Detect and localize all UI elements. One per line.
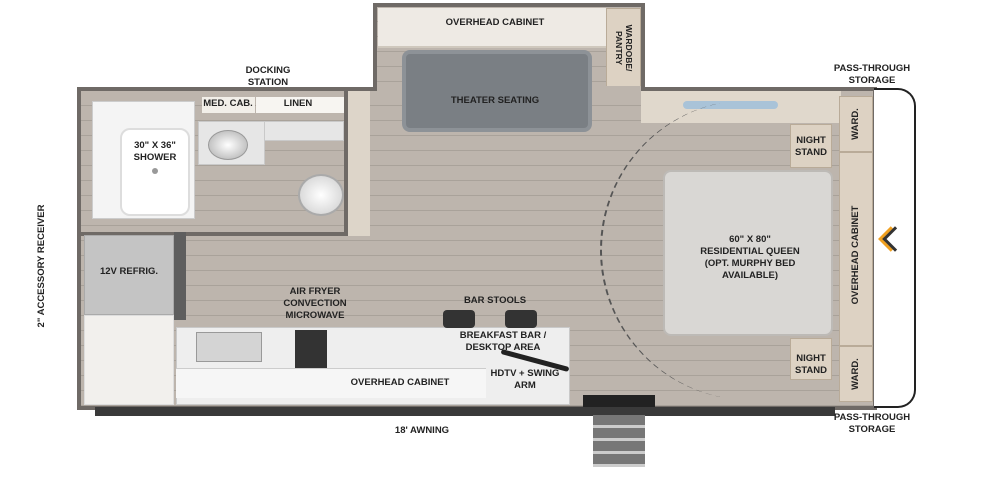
linen-cabinet[interactable] <box>256 97 344 113</box>
accessory-receiver-label: 2" ACCESSORY RECEIVER <box>36 204 47 328</box>
overhead-cabinet-top <box>378 8 608 48</box>
murphy-bed-arc <box>600 100 720 400</box>
bar-stool[interactable] <box>505 310 537 328</box>
med-cab-label: MED. CAB. <box>203 98 253 109</box>
overhead-cabinet-kitchen <box>176 368 486 398</box>
ward-bottom-label: WARD. <box>850 358 861 390</box>
refrigerator-label: 12V REFRIG. <box>99 266 159 277</box>
pass-through-bottom-label: PASS-THROUGH STORAGE <box>833 412 911 435</box>
theater-seating[interactable] <box>402 50 592 132</box>
logo-chevron-icon <box>882 226 908 252</box>
breakfast-bar-label: BREAKFAST BAR / DESKTOP AREA <box>459 330 547 353</box>
drain-icon <box>152 168 158 174</box>
refrigerator[interactable] <box>84 235 174 315</box>
theater-seating-label: THEATER SEATING <box>450 95 540 106</box>
wardrobe-top[interactable] <box>839 96 873 152</box>
front-cap <box>874 88 916 408</box>
overhead-cabinet-bed[interactable] <box>839 152 873 346</box>
night-stand-bottom-label: NIGHT STAND <box>794 353 828 376</box>
microwave-label: AIR FRYER CONVECTION MICROWAVE <box>283 286 347 321</box>
toilet-icon[interactable] <box>298 174 344 216</box>
bed-label: 60" X 80" RESIDENTIAL QUEEN (OPT. MURPHY… <box>700 234 800 281</box>
ward-top-label: WARD. <box>850 108 861 140</box>
entry-door[interactable] <box>583 395 655 407</box>
bar-stool[interactable] <box>443 310 475 328</box>
sink-icon[interactable] <box>208 130 248 160</box>
overhead-cabinet-kitchen-label: OVERHEAD CABINET <box>350 377 450 388</box>
entry-steps[interactable] <box>593 415 645 467</box>
night-stand-bottom <box>790 338 832 380</box>
window <box>683 101 778 109</box>
awning-label: 18' AWNING <box>394 425 450 436</box>
medicine-cabinet[interactable] <box>202 97 255 113</box>
night-stand-top-label: NIGHT STAND <box>794 135 828 158</box>
linen-label: LINEN <box>283 98 313 109</box>
wardrobe-bottom[interactable] <box>839 346 873 402</box>
kitchen-sink-icon[interactable] <box>196 332 262 362</box>
docking-station-label: DOCKING STATION <box>245 65 291 88</box>
pantry-cabinet <box>84 315 174 405</box>
ember-logo <box>880 210 910 290</box>
awning <box>95 407 835 416</box>
fridge-side <box>174 232 186 320</box>
overhead-cabinet-top-label: OVERHEAD CABINET <box>445 17 545 28</box>
shower-label: 30" X 36" SHOWER <box>133 140 177 163</box>
night-stand-top <box>790 124 832 168</box>
overhead-cabinet-bed-label: OVERHEAD CABINET <box>850 205 861 305</box>
hdtv-label: HDTV + SWING ARM <box>490 368 560 391</box>
pass-through-top-label: PASS-THROUGH STORAGE <box>833 63 911 86</box>
bath-entry-wall <box>348 91 370 236</box>
bar-stools-label: BAR STOOLS <box>463 295 527 306</box>
wardrobe-pantry-label: WARDOBE/ PANTRY <box>614 24 634 72</box>
bed[interactable] <box>663 170 833 336</box>
